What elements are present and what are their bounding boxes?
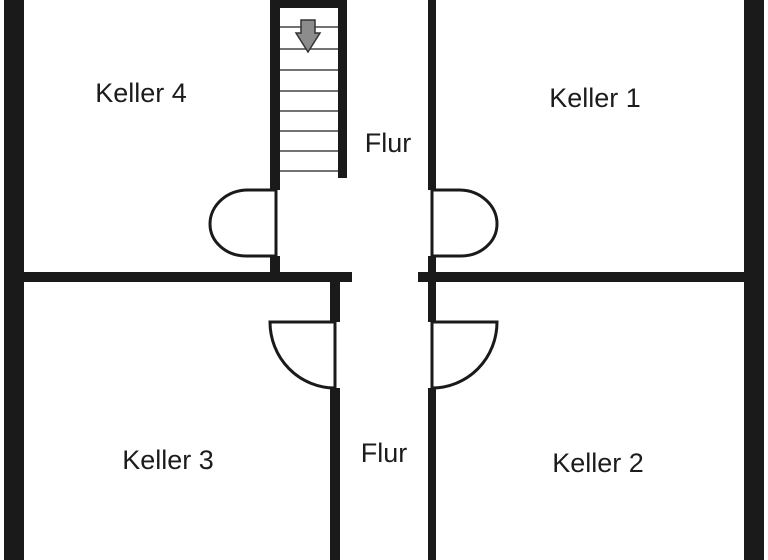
door-keller-2[interactable] (430, 320, 499, 390)
room-label-flur-lower: Flur (361, 438, 408, 468)
stair-wall-left (270, 0, 280, 190)
room-label-keller-1: Keller 1 (549, 83, 641, 113)
door-keller-1[interactable] (430, 188, 499, 258)
divider-wall-left (4, 272, 352, 282)
corridor-wall-left-lower-stub (330, 282, 340, 322)
stair-wall-left-stub (270, 256, 280, 274)
door-keller-3[interactable] (268, 320, 337, 390)
room-label-flur-upper: Flur (365, 128, 412, 158)
arrow-down-icon (294, 19, 322, 54)
corridor-wall-right-upper-stub (428, 256, 436, 274)
corridor-wall-right-lower (428, 388, 436, 560)
room-label-keller-2: Keller 2 (552, 448, 644, 478)
staircase (280, 26, 338, 172)
stair-wall-inner (338, 0, 347, 178)
room-label-keller-4: Keller 4 (95, 78, 187, 108)
room-label-keller-3: Keller 3 (122, 445, 214, 475)
corridor-wall-left-lower (330, 388, 340, 560)
divider-wall-right (418, 272, 764, 282)
corridor-wall-right-lower-stub (428, 282, 436, 322)
corridor-wall-right-upper (428, 0, 436, 190)
door-keller-4[interactable] (208, 188, 278, 258)
stair-top-wall (270, 0, 347, 8)
